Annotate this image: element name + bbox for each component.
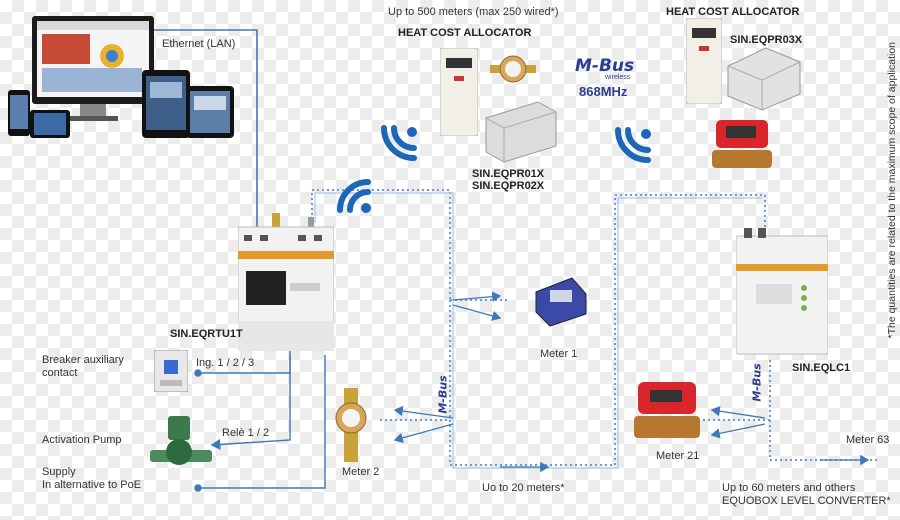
converter-range-label: Up to 60 meters and others: [722, 482, 856, 494]
equobox-label: EQUOBOX LEVEL CONVERTER*: [722, 495, 891, 507]
model-eqpr01x: SIN.EQPR01X: [472, 168, 545, 180]
wifi-icon: [610, 120, 658, 168]
meter2-label: Meter 2: [342, 466, 380, 478]
din-gateway-icon: [237, 213, 335, 352]
level-converter-icon: [735, 226, 829, 358]
inputs-label: Ing. 1 / 2 / 3: [196, 357, 255, 369]
wireless-bus-2: [314, 192, 762, 469]
mbus-vertical-label: M-Bus: [436, 375, 450, 414]
heat-allocator-icon: [685, 17, 723, 105]
tablet-icon: [186, 86, 234, 138]
meter21-label: Meter 21: [656, 450, 700, 462]
eqlc1-model-label: SIN.EQLC1: [792, 362, 851, 374]
wired-range-label: Uo to 20 meters*: [482, 482, 565, 494]
wireless-bus: [311, 189, 880, 466]
ethernet-label: Ethernet (LAN): [162, 38, 236, 50]
meter-icon: [332, 388, 370, 462]
wifi-icon: [376, 118, 424, 166]
meter1-label: Meter 1: [540, 348, 578, 360]
phone-icon: [8, 90, 30, 136]
wall-sensor-icon: [484, 100, 558, 164]
level-converter-icon: [726, 46, 802, 112]
meter-icon: [632, 378, 702, 444]
heat-cost-title-left: HEAT COST ALLOCATOR: [398, 27, 532, 39]
meter-icon: [708, 118, 776, 176]
supply-label: Supply In alternative to PoE: [42, 466, 142, 491]
gateway-model-label: SIN.EQRTU1T: [170, 328, 243, 340]
meter-icon: [490, 52, 536, 86]
ethernet-line: [152, 29, 258, 228]
tablet-icon: [142, 70, 190, 138]
heat-cost-title-right: HEAT COST ALLOCATOR: [666, 6, 800, 18]
meter-icon: [532, 274, 588, 328]
heat-allocator-icon: [439, 47, 479, 137]
model-eqpr03x: SIN.EQPR03X: [730, 34, 803, 46]
frequency-label: 868MHz: [579, 84, 628, 99]
breaker-label: Breaker auxiliary contact: [42, 354, 124, 379]
breaker-icon: [153, 349, 189, 393]
pump-icon: [150, 416, 212, 472]
mbus-logo: M-Bus wireless 868MHz: [575, 56, 635, 99]
meter63-label: Meter 63: [846, 434, 890, 446]
wifi-icon: [330, 172, 378, 220]
phone-icon: [30, 110, 70, 138]
relay-label: Relè 1 / 2: [222, 427, 270, 439]
mbus-vertical-label: M-Bus: [750, 363, 764, 402]
side-note: *The quantities are related to the maxim…: [886, 42, 898, 339]
monitor-icon: [32, 16, 154, 121]
model-eqpr02x: SIN.EQPR02X: [472, 180, 545, 192]
activation-pump-label: Activation Pump: [42, 434, 122, 446]
range-label: Up to 500 meters (max 250 wired*): [388, 6, 559, 18]
